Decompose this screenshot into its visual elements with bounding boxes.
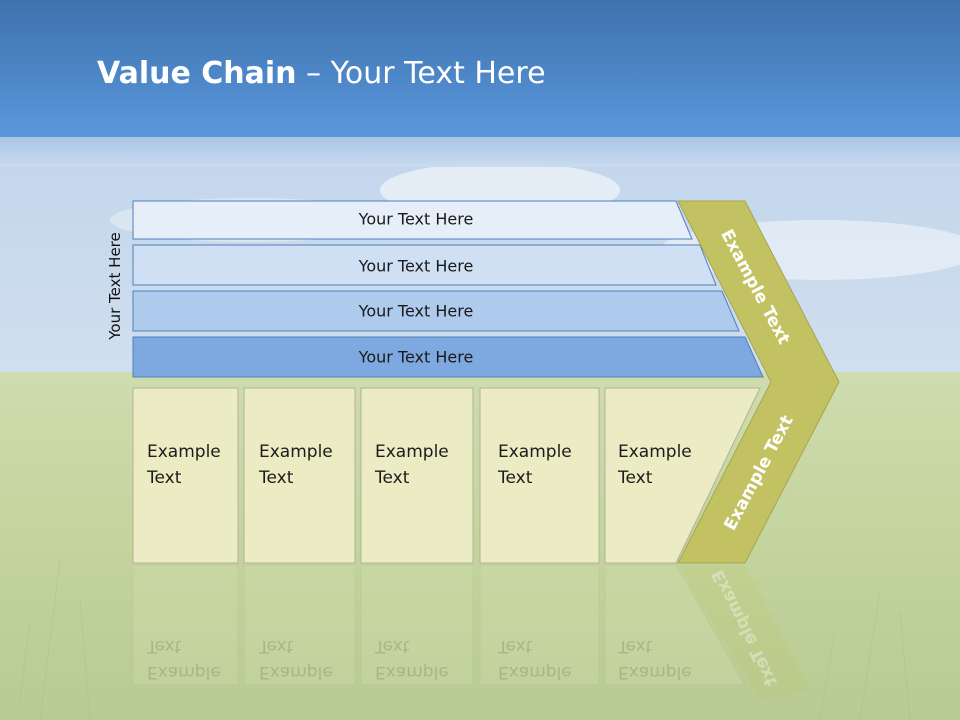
row-label-3: Your Text Here [358,301,474,321]
row-shape-3 [132,290,740,332]
row-shape-2 [132,244,717,286]
slide-title: Value Chain – Your Text Here [97,54,546,94]
row-label-2: Your Text Here [358,256,474,276]
title-bold: Value Chain [97,56,297,91]
column-box-5 [604,387,761,564]
reflection-label-1: Example Text [147,633,247,685]
column-label-2-line1: Example [259,442,333,462]
reflection-label-3: Example Text [375,633,475,685]
column-label-1-line1: Example [147,442,221,462]
chevron-arrow [677,200,840,564]
row-label-1: Your Text Here [358,209,474,229]
column-label-1: Example Text [147,439,247,491]
reflection-label-2: Example Text [259,633,359,685]
column-label-4-line1: Example [498,442,572,462]
reflection-label-1-line2: Text [147,636,182,656]
reflection-label-2-line1: Example [259,662,333,682]
column-box-3 [360,387,474,564]
title-rest: – Your Text Here [296,56,546,91]
reflection-label-5-line2: Text [618,636,653,656]
column-label-4-line2: Text [498,468,533,488]
column-label-1-line2: Text [147,468,182,488]
column-label-5-line2: Text [618,468,653,488]
reflection-label-4-line2: Text [498,636,533,656]
column-label-3: Example Text [375,439,475,491]
column-box-1 [132,387,239,564]
title-bar [0,0,960,137]
reflection-label-2-line2: Text [259,636,294,656]
reflection-label-5: Example Text [618,633,718,685]
reflection-label-4: Example Text [498,633,598,685]
reflection [132,564,810,700]
column-label-5: Example Text [618,439,718,491]
column-box-2 [243,387,356,564]
reflection-label-5-line1: Example [618,662,692,682]
row-label-4: Your Text Here [358,347,474,367]
header-band [0,137,960,167]
column-label-5-line1: Example [618,442,692,462]
column-label-3-line2: Text [375,468,410,488]
column-label-3-line1: Example [375,442,449,462]
column-label-2-line2: Text [259,468,294,488]
column-label-2: Example Text [259,439,359,491]
reflection-label-4-line1: Example [498,662,572,682]
reflection-label-3-line2: Text [375,636,410,656]
reflection-label-1-line1: Example [147,662,221,682]
row-shape-4 [132,336,764,378]
column-label-4: Example Text [498,439,598,491]
column-box-4 [479,387,600,564]
row-shape-1 [132,200,693,240]
reflection-label-3-line1: Example [375,662,449,682]
